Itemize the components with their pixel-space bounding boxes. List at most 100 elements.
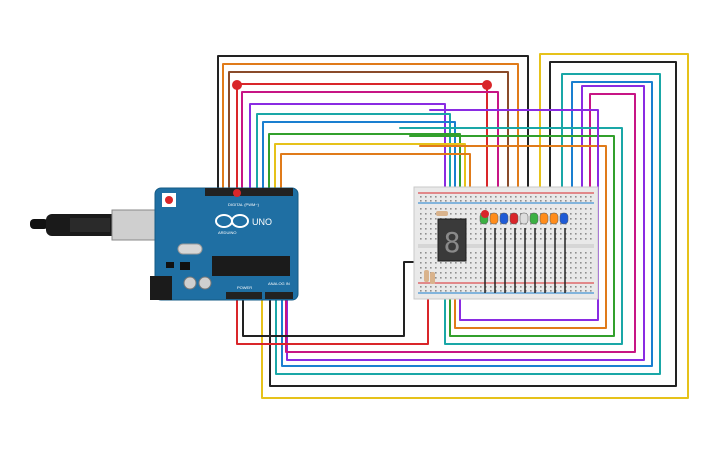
- breadboard-hole: [445, 272, 447, 274]
- breadboard-hole: [515, 233, 517, 235]
- seven-segment-display[interactable]: 8: [437, 218, 467, 262]
- led-white[interactable]: [519, 212, 529, 225]
- wire-purple-lower[interactable]: [429, 109, 599, 321]
- led-orange[interactable]: [549, 212, 559, 225]
- digital-header[interactable]: [205, 188, 293, 196]
- led-green[interactable]: [529, 212, 539, 225]
- breadboard-hole: [525, 252, 527, 254]
- breadboard-hole: [505, 196, 507, 198]
- breadboard-hole: [540, 257, 542, 259]
- wire-orange-lower[interactable]: [419, 145, 607, 329]
- breadboard-hole: [545, 233, 547, 235]
- breadboard-hole: [470, 252, 472, 254]
- breadboard-hole: [480, 262, 482, 264]
- breadboard-hole: [420, 228, 422, 230]
- seven-segment-digit: 8: [444, 226, 461, 259]
- breadboard-hole: [475, 223, 477, 225]
- wire-red-top[interactable]: [236, 83, 488, 216]
- led-blue[interactable]: [559, 212, 569, 225]
- power-header[interactable]: [226, 292, 262, 299]
- resistor-left-1[interactable]: [424, 270, 429, 282]
- breadboard-hole: [575, 223, 577, 225]
- breadboard-hole: [445, 290, 447, 292]
- power-jack[interactable]: [150, 276, 172, 300]
- junction-dot-breadboard[interactable]: [481, 210, 489, 218]
- breadboard-hole: [420, 262, 422, 264]
- breadboard-hole: [575, 277, 577, 279]
- wire-blue[interactable]: [262, 121, 456, 231]
- breadboard-hole: [485, 290, 487, 292]
- led-orange[interactable]: [489, 212, 499, 225]
- breadboard-hole: [570, 208, 572, 210]
- breadboard-hole: [475, 200, 477, 202]
- wire-black-gnd[interactable]: [242, 261, 429, 337]
- wire-blue-right[interactable]: [281, 81, 653, 367]
- capacitor-1: [183, 276, 197, 290]
- breadboard-hole: [555, 238, 557, 240]
- wire-green-lower[interactable]: [409, 135, 615, 337]
- breadboard-hole: [430, 228, 432, 230]
- analog-header-label: ANALOG IN: [268, 281, 290, 286]
- wire-brown[interactable]: [228, 71, 509, 216]
- arduino-uno-board[interactable]: UNO ARDUINO DIGITAL (PWM~) POWER ANALOG …: [150, 187, 299, 301]
- breadboard-hole: [510, 208, 512, 210]
- breadboard-hole: [550, 208, 552, 210]
- breadboard-hole: [420, 257, 422, 259]
- breadboard-hole: [510, 267, 512, 269]
- junction-dot-board[interactable]: [233, 189, 241, 197]
- breadboard-hole: [530, 252, 532, 254]
- wire-purple[interactable]: [249, 103, 446, 216]
- breadboard-hole: [580, 272, 582, 274]
- breadboard-hole: [575, 290, 577, 292]
- breadboard-hole: [570, 257, 572, 259]
- wire-teal-lower[interactable]: [399, 127, 623, 345]
- wire-green[interactable]: [268, 133, 461, 236]
- led-orange[interactable]: [539, 212, 549, 225]
- breadboard-hole: [560, 286, 562, 288]
- breadboard-hole: [535, 272, 537, 274]
- breadboard-hole: [535, 277, 537, 279]
- breadboard-hole: [580, 238, 582, 240]
- reset-button[interactable]: [165, 196, 173, 204]
- breadboard-hole: [535, 228, 537, 230]
- breadboard-hole: [520, 200, 522, 202]
- breadboard-hole: [575, 267, 577, 269]
- junction-dot-left[interactable]: [232, 80, 242, 90]
- breadboard-hole: [430, 200, 432, 202]
- wire-yellow-right[interactable]: [261, 53, 689, 399]
- breadboard-hole: [475, 213, 477, 215]
- breadboard-hole: [505, 200, 507, 202]
- breadboard-hole: [520, 277, 522, 279]
- wire-teal-right[interactable]: [275, 73, 661, 375]
- breadboard-hole: [510, 200, 512, 202]
- breadboard-hole: [590, 262, 592, 264]
- led-red[interactable]: [509, 212, 519, 225]
- breadboard-hole: [560, 267, 562, 269]
- breadboard-hole: [545, 208, 547, 210]
- breadboard-hole: [515, 272, 517, 274]
- breadboard-hole: [435, 267, 437, 269]
- led-blue[interactable]: [499, 212, 509, 225]
- usb-connector: [111, 209, 157, 241]
- wire-pink[interactable]: [241, 91, 499, 216]
- usb-cable[interactable]: [30, 209, 157, 241]
- breadboard-hole: [490, 290, 492, 292]
- wire-black-right[interactable]: [269, 61, 677, 387]
- breadboard-hole: [520, 233, 522, 235]
- breadboard-hole: [555, 277, 557, 279]
- breadboard-hole: [530, 257, 532, 259]
- resistor-top[interactable]: [436, 211, 448, 216]
- breadboard-hole: [545, 252, 547, 254]
- breadboard-hole: [510, 277, 512, 279]
- wire-orange[interactable]: [222, 63, 519, 216]
- wire-teal[interactable]: [256, 113, 451, 226]
- breadboard-hole: [585, 257, 587, 259]
- breadboard-hole: [580, 286, 582, 288]
- analog-header[interactable]: [265, 292, 293, 299]
- wire-red-power[interactable]: [236, 279, 429, 345]
- junction-dot-right[interactable]: [482, 80, 492, 90]
- breadboard-hole: [560, 252, 562, 254]
- resistor-left-2[interactable]: [430, 272, 435, 284]
